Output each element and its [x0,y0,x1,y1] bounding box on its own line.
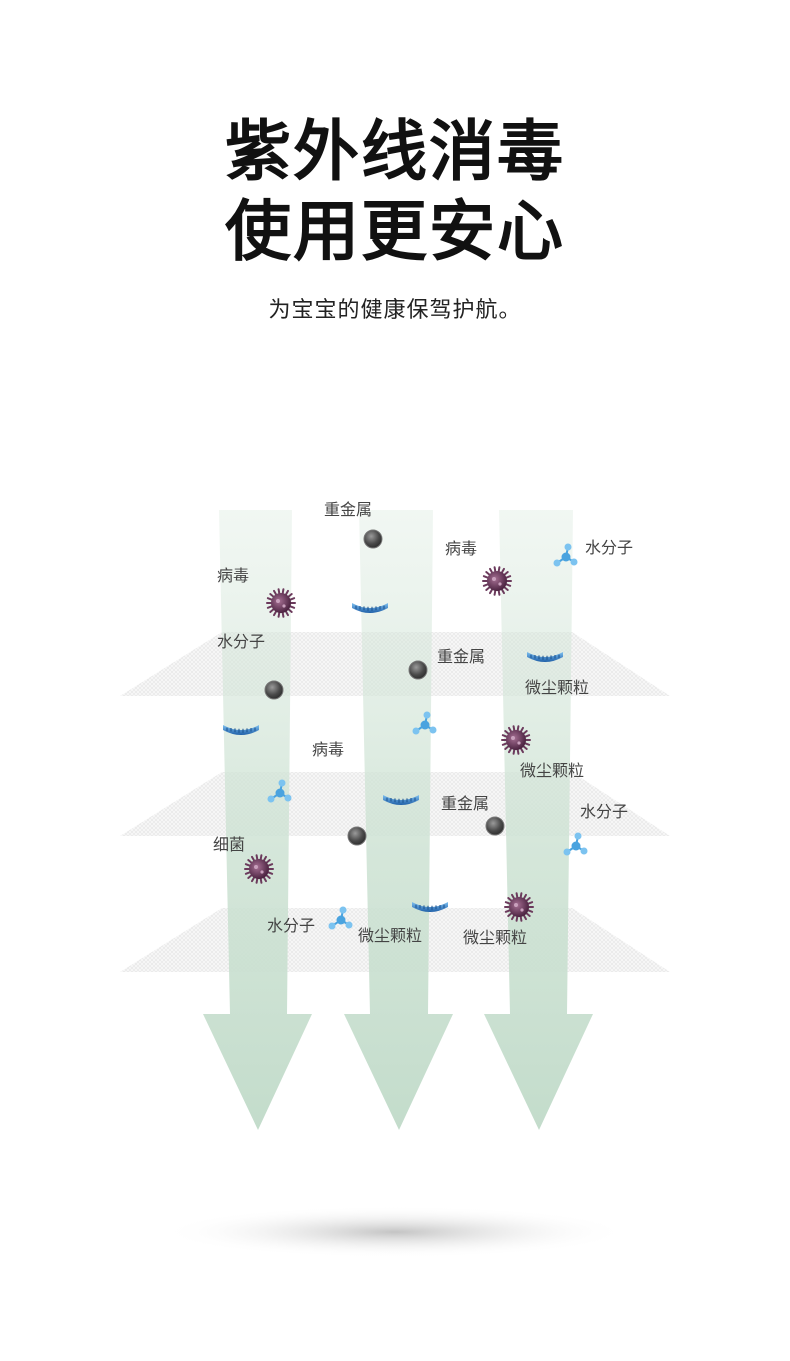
virus-icon [504,892,534,922]
subtitle: 为宝宝的健康保驾护航。 [268,298,522,323]
particle-label: 病毒 [312,740,345,759]
water-molecule-icon [328,906,353,930]
particle-label: 重金属 [324,500,373,519]
particles [223,529,588,930]
virus-icon [501,725,531,755]
virus-icon [482,566,512,596]
bacteria-icon [223,725,259,735]
virus-icon [266,588,296,618]
virus-icon [244,854,274,884]
water-molecule-icon [563,832,588,856]
headline-line-1: 紫外线消毒 [225,113,565,190]
floor-shadow [160,1206,630,1258]
heavy-metal-icon [363,529,383,549]
particle-label: 微尘颗粒 [520,761,585,780]
particle-label: 病毒 [217,566,250,585]
water-molecule-icon [267,779,292,803]
particle-label: 水分子 [267,916,316,935]
particle-label: 重金属 [437,647,486,666]
particle-label: 水分子 [585,538,634,557]
uv-arrow-right [484,510,593,1130]
bacteria-icon [383,795,419,805]
bacteria-icon [527,652,563,662]
heavy-metal-icon [408,660,428,680]
particle-label: 重金属 [441,794,490,813]
uv-arrows [203,510,593,1130]
bacteria-icon [352,603,388,613]
headline-line-2: 使用更安心 [225,193,565,270]
particle-label: 微尘颗粒 [525,678,590,697]
particle-label: 微尘颗粒 [463,928,528,947]
heavy-metal-icon [264,680,284,700]
water-molecule-icon [553,543,578,567]
particle-label: 水分子 [580,802,629,821]
particle-label: 微尘颗粒 [358,926,423,945]
bacteria-icon [412,902,448,912]
uv-arrow-left [203,510,312,1130]
heavy-metal-icon [347,826,367,846]
particle-label: 病毒 [445,539,478,558]
particle-label: 细菌 [213,835,246,854]
particle-label: 水分子 [217,632,266,651]
heavy-metal-icon [485,816,505,836]
water-molecule-icon [412,711,437,735]
